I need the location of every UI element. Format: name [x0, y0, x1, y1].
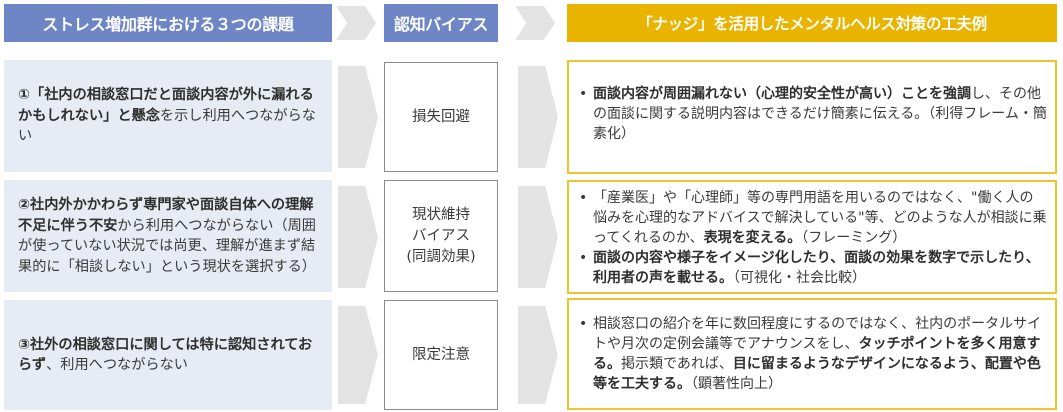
issue-box-2: ②社内外かかわらず専門家や面談自体への理解不足に伴う不安から利用へつながらない（… [4, 180, 332, 292]
measure-bullet: • 「産業医」や「心理師」等の専門用語を用いるのではなく、"働く人の悩みを心理的な… [579, 188, 1047, 248]
measure-bullet: • 面談の内容や様子をイメージ化したり、面談の効果を数字で示したり、利用者の声を載… [579, 248, 1047, 288]
measure-box-3: • 相談窓口の紹介を年に数回程度にするのではなく、社内のポータルサイトや月次の定例… [567, 298, 1057, 410]
header-arrow-1 [336, 6, 376, 40]
header-bias: 認知バイアス [384, 4, 498, 42]
row-arrow-1a [338, 66, 378, 168]
measure-2-1-run-2: （フレーミング） [801, 230, 907, 246]
measure-text: 相談窓口の紹介を年に数回程度にするのではなく、社内のポータルサイトや月次の定例会… [593, 314, 1047, 394]
bullet-marker: • [579, 316, 588, 332]
measure-text: 「産業医」や「心理師」等の専門用語を用いるのではなく、"働く人の悩みを心理的なア… [593, 188, 1047, 248]
bias-box-2: 現状維持 バイアス (同調効果) [384, 180, 498, 292]
measure-1-1-run-0: 面談内容が周囲漏れない（心理的安全性が高い）ことを強調 [593, 86, 971, 102]
issue-text-3: ③社外の相談窓口に関しては特に認知されておらず、利用へつながらない [18, 335, 322, 376]
row-arrow-3b [518, 306, 558, 404]
measure-3-1-run-3: 目に留まるようなデザインになるよう、配置や色等を工夫する。 [593, 356, 1041, 392]
bullet-marker: • [579, 190, 588, 206]
measure-2-2-run-0: 面談の内容や様子をイメージ化したり、面談の効果を数字で示したり、利用者の声を載せ… [593, 250, 1040, 286]
measure-1-1-run-1: し、その他の面談に関する説明内容はできるだけ簡素に伝える。（利得フレーム・簡素化… [593, 86, 1047, 142]
measure-2-1-run-1: 表現を変える。 [703, 230, 802, 246]
measure-3-1-run-1: タッチポイントを多く用意する。 [593, 336, 1041, 372]
header-measures: 「ナッジ」を活用したメンタルヘルス対策の工夫例 [567, 4, 1057, 42]
measure-text: 面談の内容や様子をイメージ化したり、面談の効果を数字で示したり、利用者の声を載せ… [593, 248, 1047, 288]
issue-3-run-0: ③社外の相談窓口に関しては特に認知されておらず [18, 336, 313, 374]
measure-box-2: • 「産業医」や「心理師」等の専門用語を用いるのではなく、"働く人の悩みを心理的な… [567, 180, 1057, 294]
bullet-marker: • [579, 86, 588, 102]
measure-3-1-run-4: （顕著性向上） [691, 376, 782, 392]
bias-box-1: 損失回避 [384, 62, 498, 172]
measure-bullet: • 相談窓口の紹介を年に数回程度にするのではなく、社内のポータルサイトや月次の定例… [579, 314, 1047, 394]
row-arrow-3a [338, 306, 378, 404]
measure-bullet: • 面談内容が周囲漏れない（心理的安全性が高い）ことを強調し、その他の面談に関する… [579, 84, 1047, 144]
measure-text: 面談内容が周囲漏れない（心理的安全性が高い）ことを強調し、その他の面談に関する説… [593, 84, 1047, 144]
issue-text-2: ②社内外かかわらず専門家や面談自体への理解不足に伴う不安から利用へつながらない（… [18, 195, 322, 277]
measure-2-2-run-1: （可視化・社会比較） [733, 270, 866, 286]
issue-1-run-0: ①「社内の相談窓口だと面談内容が外に漏れるかもしれない」と懸念 [18, 87, 314, 124]
measure-3-1-run-0: 相談窓口の紹介を年に数回程度にするのではなく、社内のポータルサイトや月次の定例会… [593, 316, 1042, 352]
bullet-marker: • [579, 250, 588, 266]
header-arrow-2 [515, 6, 555, 40]
issue-3-run-1: 、利用へつながらない [46, 357, 188, 373]
row-arrow-1b [518, 66, 558, 168]
measure-2-1-run-0: 「産業医」や「心理師」等の専門用語を用いるのではなく、"働く人の悩みを心理的なア… [593, 190, 1047, 246]
bias-box-3: 限定注意 [384, 300, 498, 410]
row-arrow-2a [338, 186, 378, 288]
issue-1-run-1: を示し利用へつながらない [18, 107, 316, 145]
issue-text-1: ①「社内の相談窓口だと面談内容が外に漏れるかもしれない」と懸念を示し利用へつなが… [18, 85, 322, 147]
issue-box-1: ①「社内の相談窓口だと面談内容が外に漏れるかもしれない」と懸念を示し利用へつなが… [4, 60, 332, 172]
header-issues: ストレス増加群における３つの課題 [4, 4, 332, 42]
issue-box-3: ③社外の相談窓口に関しては特に認知されておらず、利用へつながらない [4, 300, 332, 410]
issue-2-run-1: から利用へつながらない（周囲が使っていない状況では尚更、理解が進まず結果的に「相… [18, 217, 316, 275]
row-arrow-2b [518, 186, 558, 288]
issue-2-run-0: ②社内外かかわらず専門家や面談自体への理解不足に伴う不安 [18, 197, 314, 234]
measure-box-1: • 面談内容が周囲漏れない（心理的安全性が高い）ことを強調し、その他の面談に関する… [567, 60, 1057, 174]
measure-3-1-run-2: 掲示類であれば、 [621, 356, 733, 372]
